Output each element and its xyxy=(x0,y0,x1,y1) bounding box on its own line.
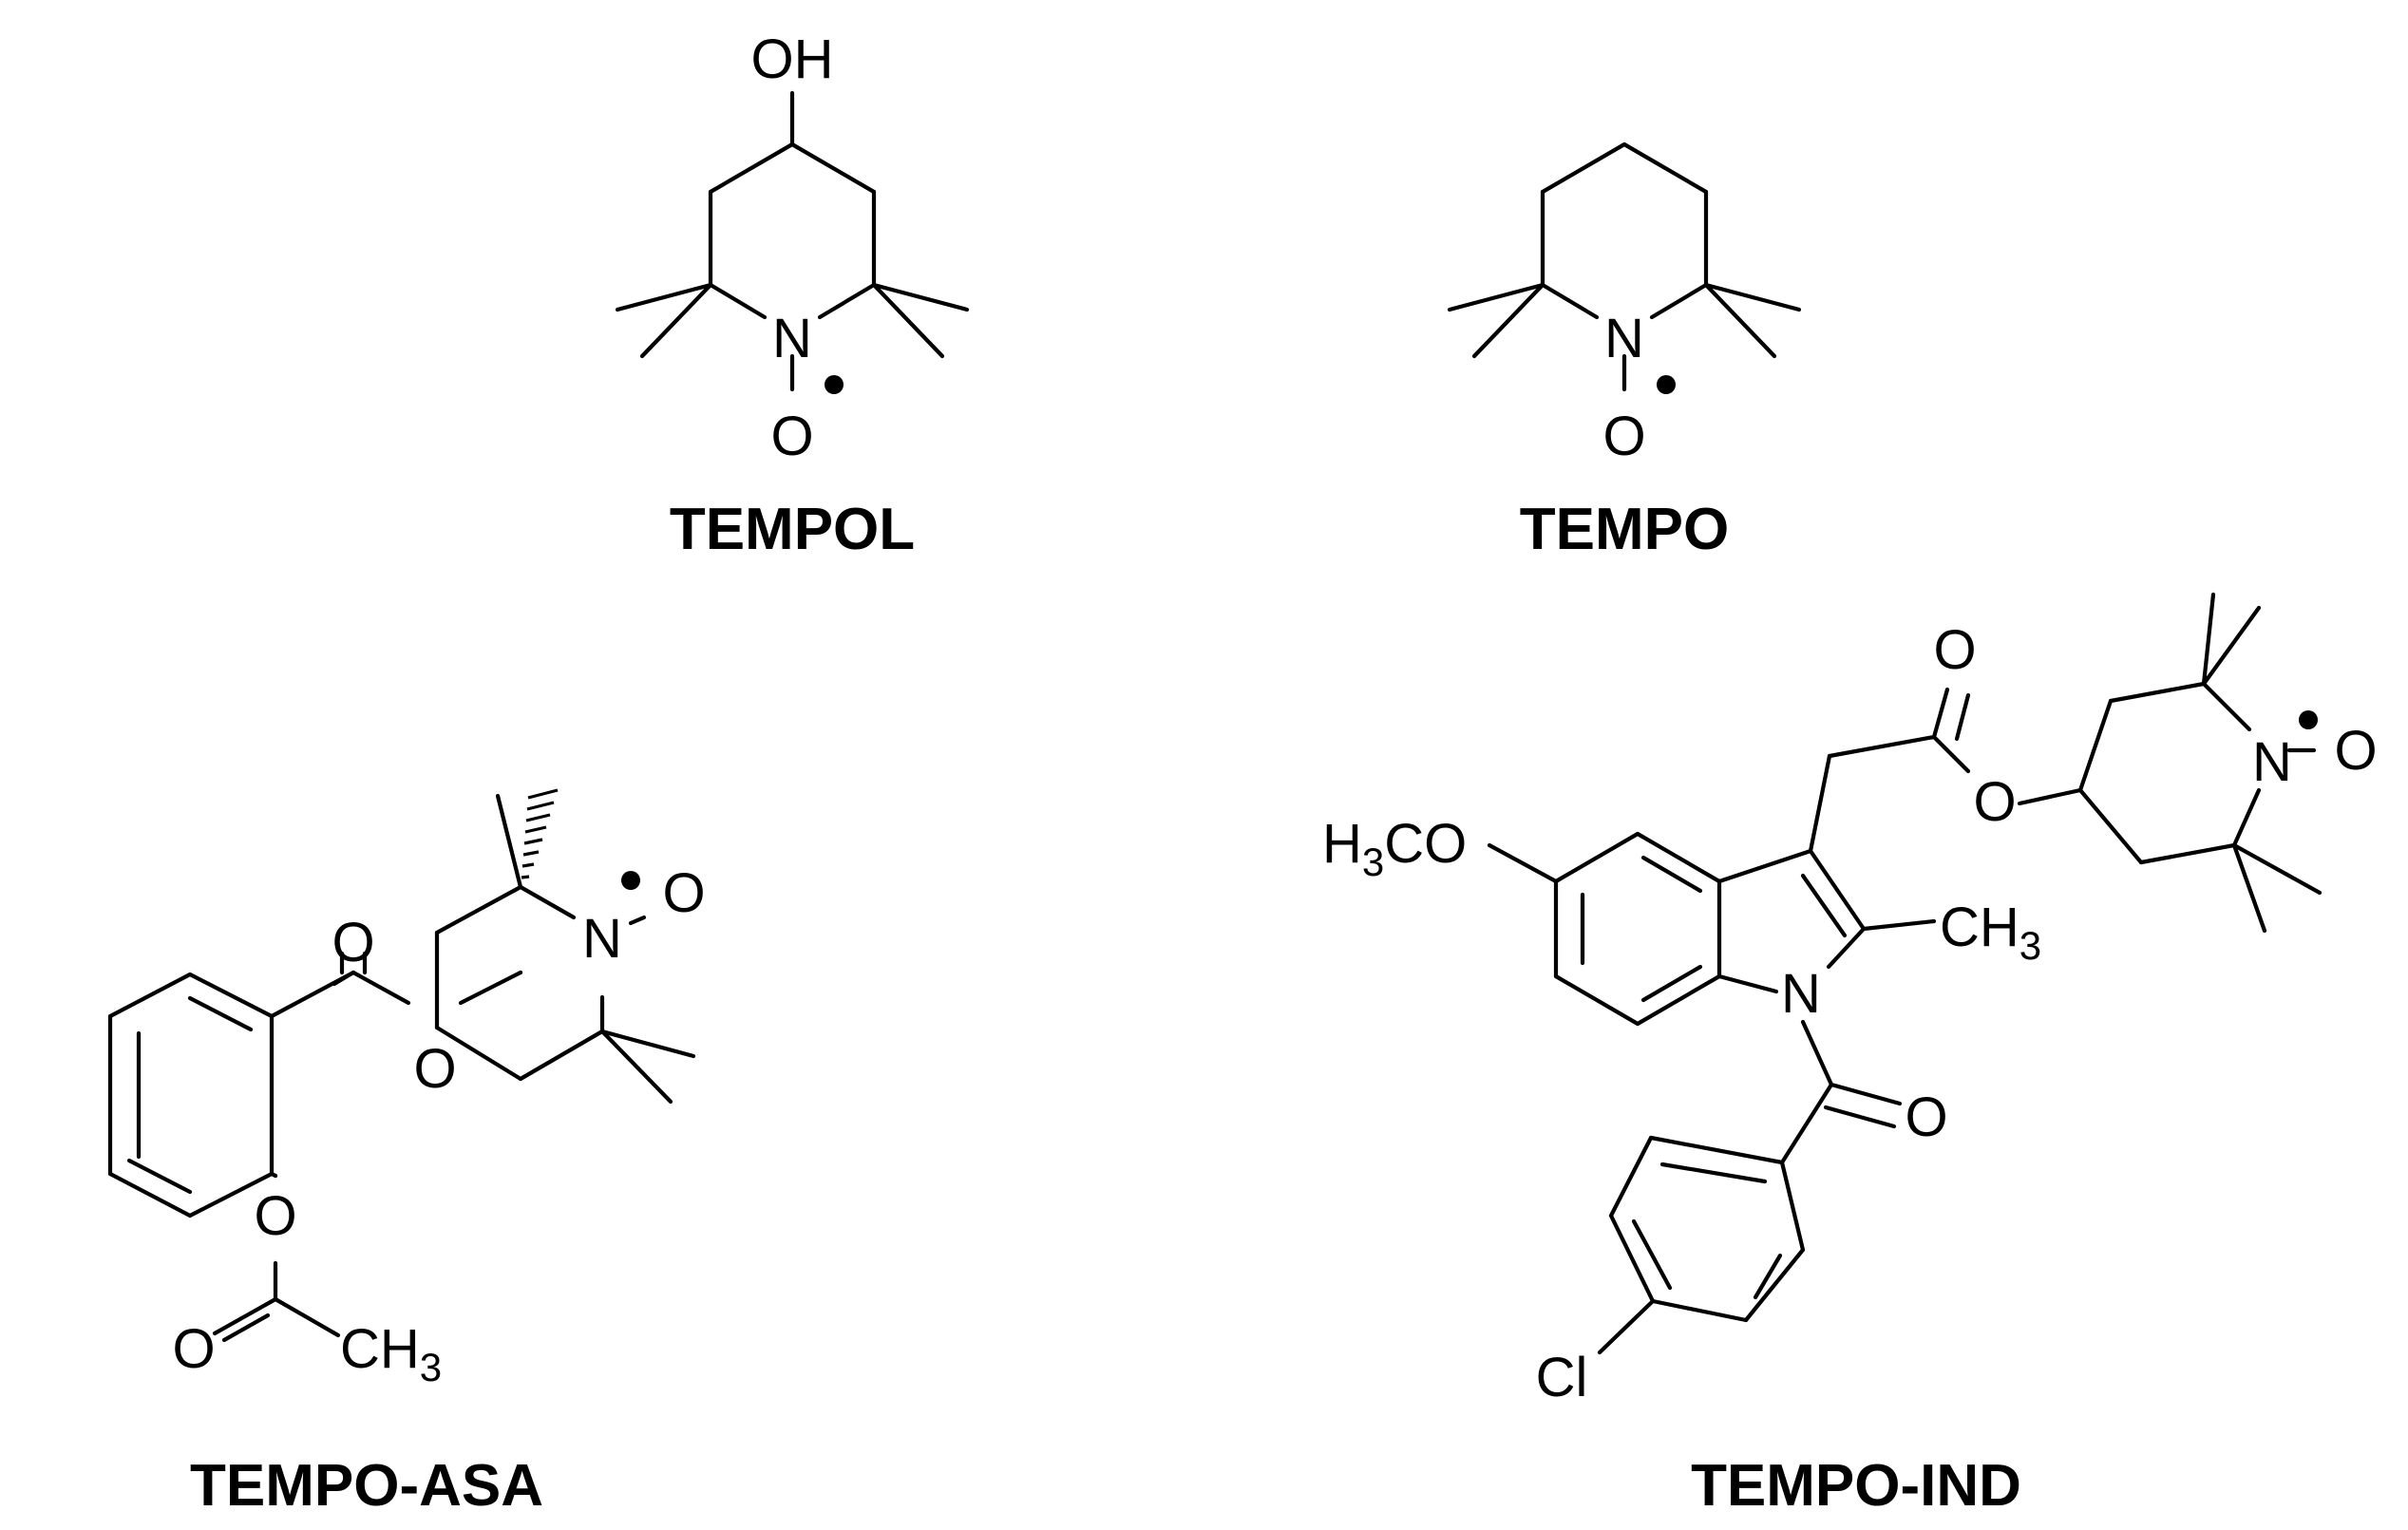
tempol-nitrogen-label: N xyxy=(772,308,812,369)
tempo-ind-structure: O O N O H3CO CH3 N O Cl TEMPO-IND xyxy=(1322,592,2378,1519)
tempo-asa-nitroxide-oxygen: O xyxy=(662,862,705,924)
tempo-asa-nitrogen-label: N xyxy=(582,908,622,970)
tempo-caption: TEMPO xyxy=(1520,497,1729,562)
tempo-ind-ester-oxygen: O xyxy=(1973,771,2016,833)
tempo-asa-acetyl-oxygen: O xyxy=(172,1318,215,1380)
tempol-caption: TEMPOL xyxy=(670,497,915,562)
tempol-structure: OH N O TEMPOL xyxy=(615,28,970,562)
tempo-ind-caption: TEMPO-IND xyxy=(1691,1453,2021,1519)
tempo-radical-dot xyxy=(1657,375,1676,394)
tempo-asa-carbonyl-oxygen: O xyxy=(332,912,374,973)
tempo-ind-methoxy-label: H3CO xyxy=(1322,813,1467,884)
tempo-bonds xyxy=(1447,142,1802,392)
tempo-asa-methyl-label: CH3 xyxy=(340,1318,442,1389)
tempo-asa-bonds xyxy=(107,793,696,1343)
tempo-ind-amide-oxygen: O xyxy=(1905,1086,1947,1148)
tempol-radical-dot xyxy=(825,375,844,394)
tempo-ind-indole-nitrogen: N xyxy=(1781,963,1821,1025)
tempo-asa-structure: O O O O CH3 N O TEMPO-ASA xyxy=(107,788,706,1519)
tempol-bonds xyxy=(615,90,970,392)
tempo-asa-caption: TEMPO-ASA xyxy=(190,1453,543,1519)
tempo-ind-bonds xyxy=(1487,592,2323,1355)
tempo-ind-chlorine-label: Cl xyxy=(1536,1347,1588,1408)
tempo-structure: N O TEMPO xyxy=(1447,142,1802,562)
tempo-ind-nitroxide-oxygen: O xyxy=(2334,720,2377,782)
tempo-nitrogen-label: N xyxy=(1604,308,1644,369)
tempo-oxygen-label: O xyxy=(1602,406,1645,467)
tempo-ind-methyl-label: CH3 xyxy=(1940,897,2041,968)
tempo-asa-ester-oxygen: O xyxy=(413,1038,456,1100)
tempol-hydroxyl-label: OH xyxy=(751,28,834,90)
tempo-asa-n-o-bond xyxy=(628,915,647,926)
tempol-oxygen-label: O xyxy=(770,406,813,467)
tempo-ind-tempo-nitrogen: N xyxy=(2252,731,2292,793)
tempo-asa-hashed-wedge xyxy=(521,788,559,879)
tempo-ind-radical-dot xyxy=(2299,710,2318,729)
tempo-ind-carbonyl-oxygen: O xyxy=(1933,619,1976,681)
tempo-asa-phenol-oxygen: O xyxy=(254,1185,296,1247)
tempo-asa-radical-dot xyxy=(621,871,640,890)
